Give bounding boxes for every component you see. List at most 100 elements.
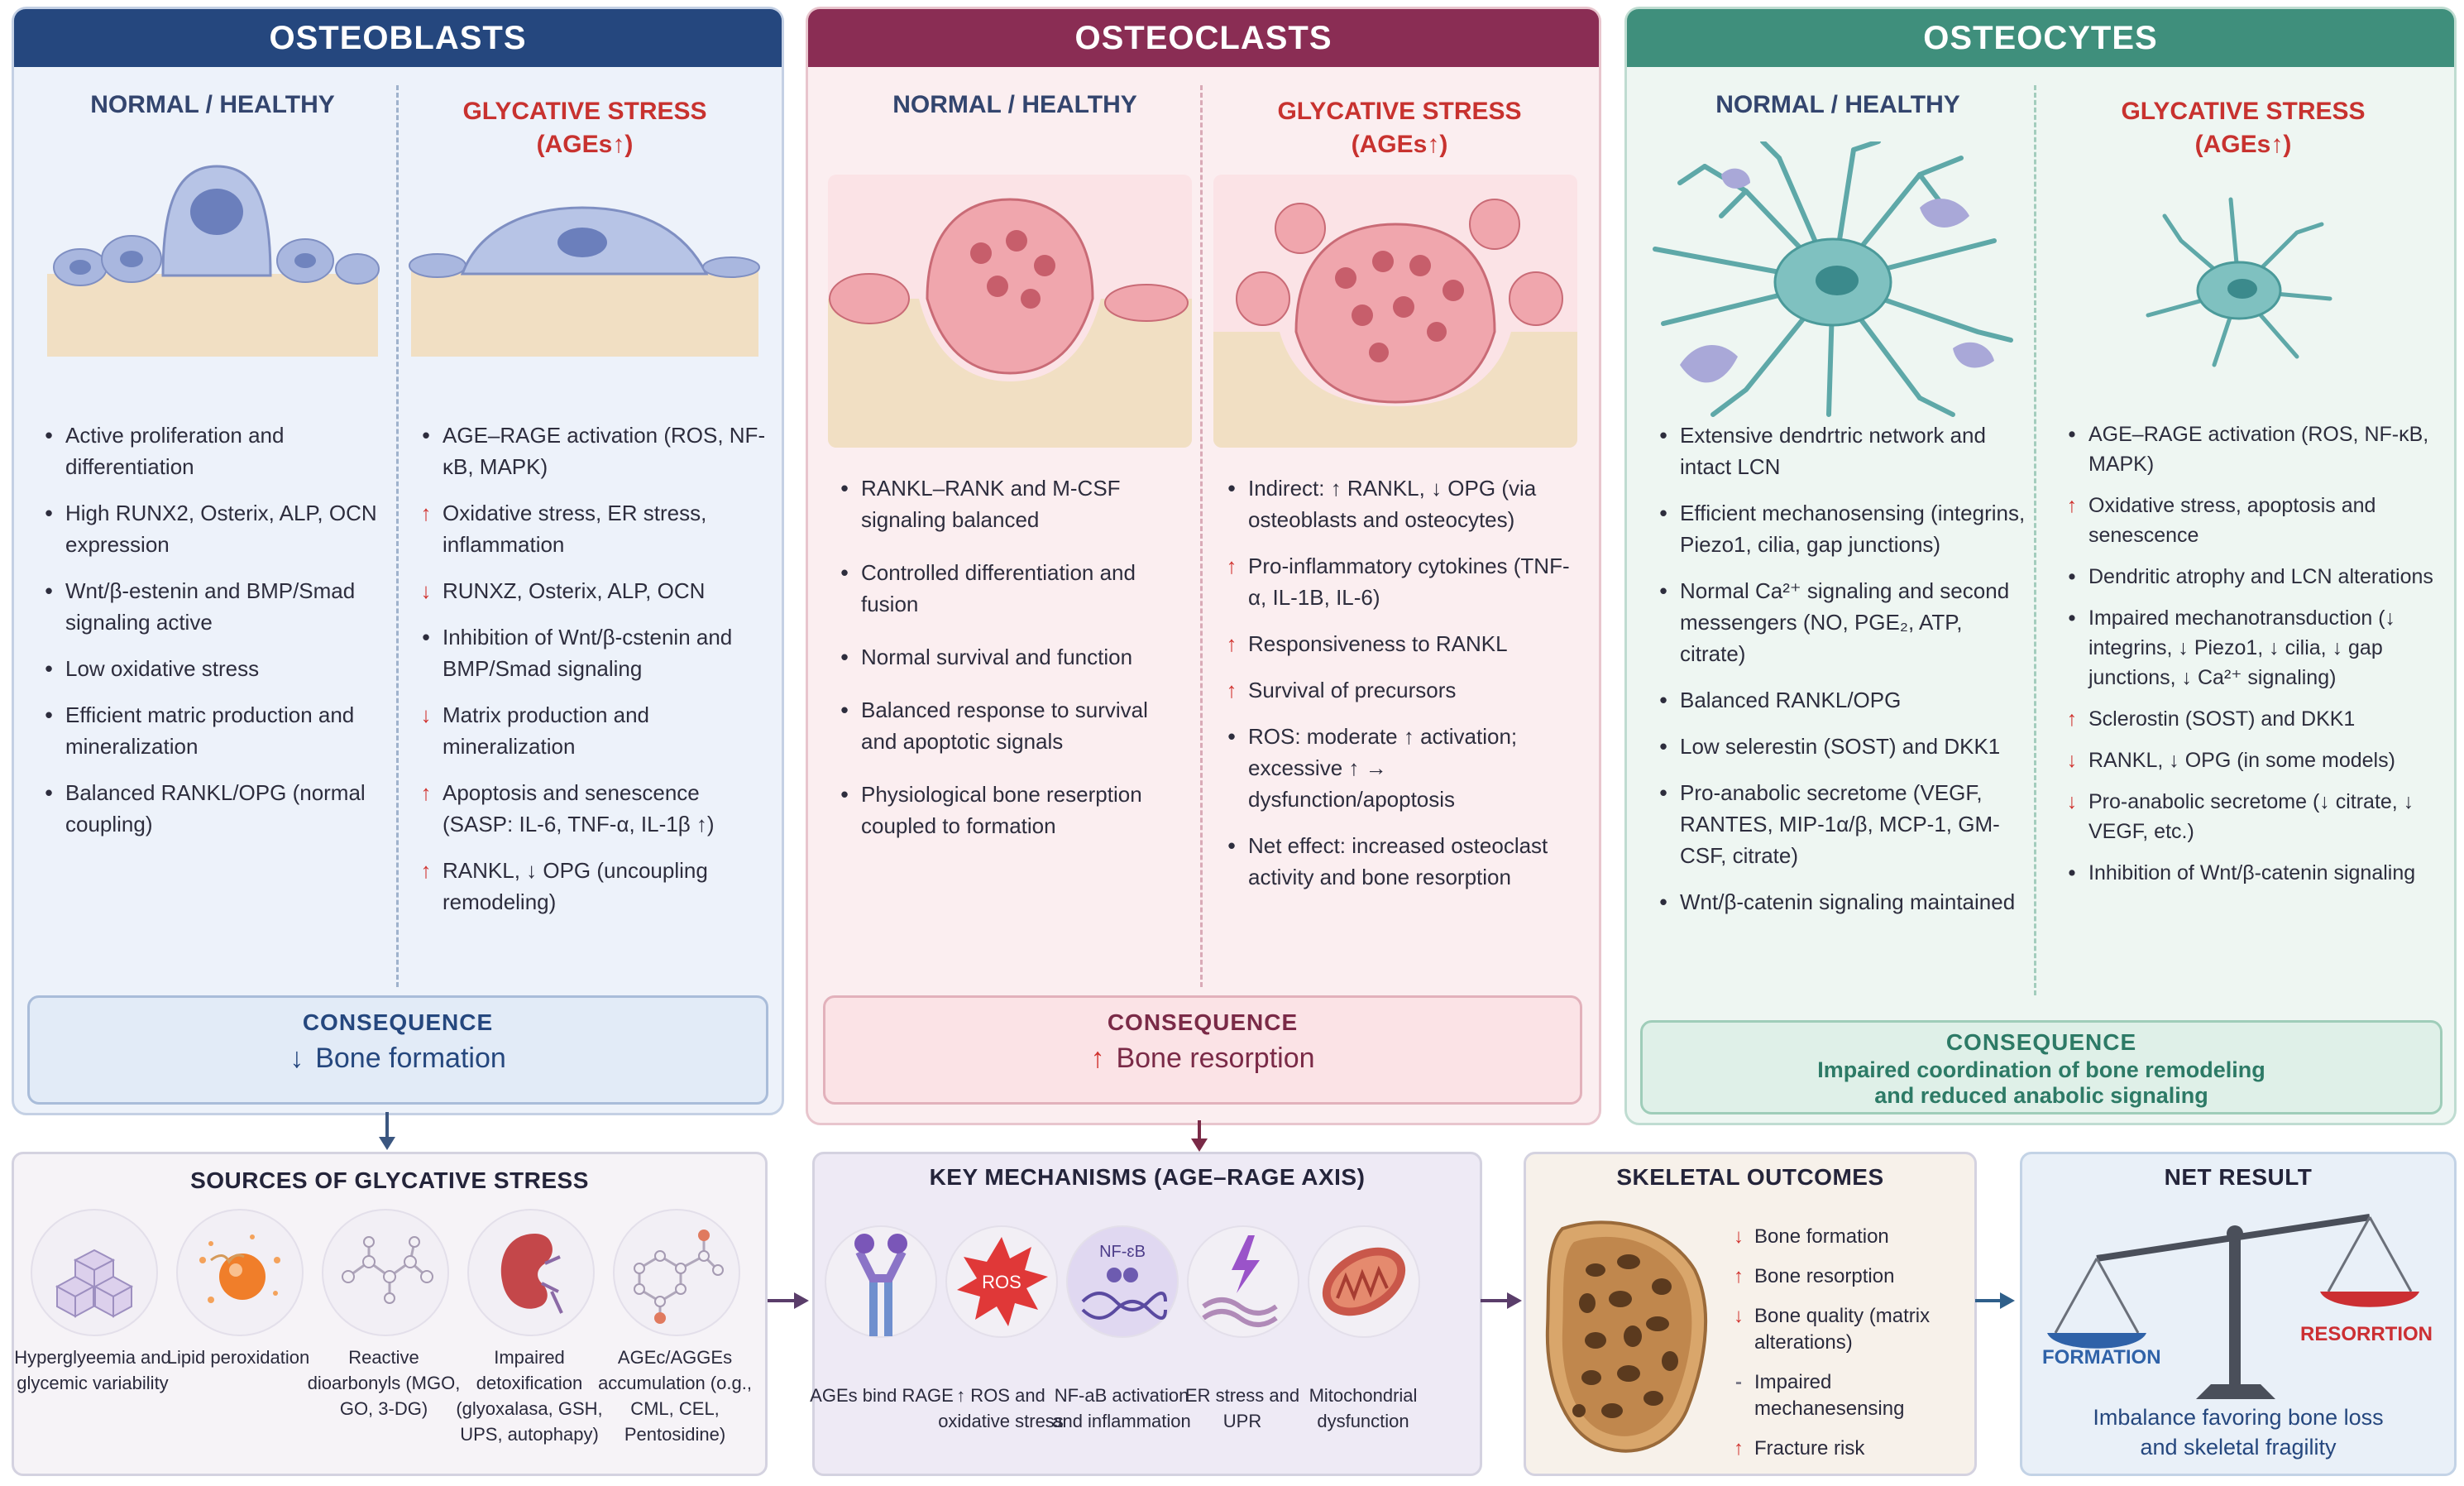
consequence-value: ↑Bone resorption <box>1090 1043 1315 1074</box>
down-arrow-icon <box>379 1112 395 1150</box>
list-item: •Active proliferation and differentiatio… <box>45 423 285 479</box>
molecule-icon <box>322 1209 449 1336</box>
formation-label: FORMATION <box>2042 1346 2161 1369</box>
sources-panel: SOURCES OF GLYCATIVE STRESS Hyperglyeemi… <box>12 1152 768 1476</box>
list-item: •Controlled differentiation and fusion <box>840 560 1136 616</box>
osteoclasts-consequence: CONSEQUENCE ↑Bone resorption <box>823 995 1582 1105</box>
list-item: •Low selerestin (SOST) and DKK1 <box>1659 734 2001 759</box>
list-item: •Dendritic atrophy and LCN alterations <box>2068 565 2433 588</box>
list-item: ↓RUNXZ, Osterix, ALP, OCN <box>420 578 706 603</box>
consequence-line-2: and reduced anabolic signaling <box>1874 1083 2208 1108</box>
ros-icon: ROS <box>945 1225 1058 1338</box>
osteoblasts-glycative-header: GLYCATIVE STRESS (AGEs↑) <box>462 98 707 158</box>
osteocytes-glycative-header: GLYCATIVE STRESS (AGEs↑) <box>2121 98 2366 158</box>
net-result-summary: Imbalance favoring bone loss and skeleta… <box>2093 1405 2384 1460</box>
osteoclasts-glycative-list: •Indirect: ↑ RANKL, ↓ OPG (via osteoblas… <box>1220 472 1584 908</box>
mechanism-caption: AGEs bind RAGE <box>810 1385 954 1406</box>
list-item: ↑Survival of precursors <box>1226 678 1457 702</box>
mechanism-caption: ER stress and UPR <box>1184 1385 1300 1431</box>
osteoclasts-divider <box>1200 85 1203 987</box>
osteocytes-header: OSTEOCYTES <box>1627 9 2454 67</box>
consequence-title: CONSEQUENCE <box>302 1009 494 1035</box>
osteoclasts-header: OSTEOCLASTS <box>808 9 1599 67</box>
osteocytes-consequence: CONSEQUENCE Impaired coordination of bon… <box>1640 1020 2442 1114</box>
osteoblasts-panel: OSTEOBLASTS NORMAL / HEALTHY GLYCATIVE S… <box>12 7 784 1115</box>
osteoclasts-normal-header: NORMAL / HEALTHY <box>892 91 1137 118</box>
osteoblast-normal-illustration <box>47 165 380 357</box>
list-item: ↑Sclerostin (SOST) and DKK1 <box>2066 707 2356 731</box>
list-item: •Physiological bone reserption coupled t… <box>840 782 1142 838</box>
osteocytes-glycative-list: •AGE–RAGE activation (ROS, NF-κB, MAPK) … <box>2060 419 2441 888</box>
up-arrow-icon: ↑ <box>1090 1043 1105 1074</box>
list-item: ↑Oxidative stress, apoptosis and senesce… <box>2066 494 2376 547</box>
list-item: •Balanced RANKL/OPG (normal coupling) <box>45 780 366 836</box>
osteoblasts-consequence: CONSEQUENCE ↓Bone formation <box>27 995 768 1105</box>
down-arrow-icon <box>1191 1120 1208 1152</box>
osteocytes-normal-list: •Extensive dendrtric network and intact … <box>1652 419 2032 932</box>
osteoclasts-normal-list: •RANKL–RANK and M-CSF signaling balanced… <box>833 472 1189 856</box>
receptor-icon <box>825 1225 937 1338</box>
osteoblasts-normal-header: NORMAL / HEALTHY <box>90 91 335 118</box>
outcomes-panel: SKELETAL OUTCOMES ↓Bone formation ↑Bone … <box>1524 1152 1977 1476</box>
resorption-label: RESORRTION <box>2300 1323 2433 1345</box>
list-item: •Inhibition of Wnt/β-catenin signaling <box>2068 861 2416 884</box>
net-result-title: NET RESULT <box>2164 1164 2313 1190</box>
right-arrow-icon <box>768 1292 809 1309</box>
osteocytes-panel: OSTEOCYTES NORMAL / HEALTHY GLYCATIVE ST… <box>1624 7 2457 1125</box>
list-item: •Inhibition of Wnt/β-cstenin and BMP/Sma… <box>422 625 733 681</box>
list-item: ↓Matrix production and mineralization <box>420 702 650 759</box>
consequence-title: CONSEQUENCE <box>1945 1029 2137 1055</box>
consequence-line-1: Impaired coordination of bone remodeling <box>1817 1057 2265 1082</box>
list-item: •Efficient mechanosensing (integrins, Pi… <box>1659 501 2026 557</box>
list-item: -Impaired mechanesensing <box>1735 1371 1905 1420</box>
list-item: •Normal Ca²⁺ signaling and second messen… <box>1659 578 2010 666</box>
osteoblasts-glycative-list: •AGE–RAGE activation (ROS, NF-κB, MAPK) … <box>414 419 770 932</box>
list-item: •Net effect: increased osteoclast activi… <box>1227 833 1548 889</box>
er-stress-icon <box>1187 1225 1299 1338</box>
list-item: •Balanced response to survival and apopt… <box>840 697 1148 754</box>
age-molecule-icon <box>613 1209 740 1336</box>
source-caption: Impaired detoxification (glyoxalasa, GSH… <box>456 1347 603 1445</box>
list-item: ↑Apoptosis and senescence (SASP: IL-6, T… <box>420 780 715 836</box>
nfkb-label: NF-ɛB <box>1099 1243 1146 1261</box>
list-item: ↑Responsiveness to RANKL <box>1226 631 1508 656</box>
list-item: •AGE–RAGE activation (ROS, NF-κB, MAPK) <box>2068 423 2429 476</box>
right-arrow-icon <box>1481 1292 1522 1309</box>
osteocytes-divider <box>2034 85 2036 995</box>
source-caption: Lipid peroxidation <box>166 1347 310 1368</box>
sources-title: SOURCES OF GLYCATIVE STRESS <box>190 1167 589 1193</box>
osteocytes-normal-header: NORMAL / HEALTHY <box>1715 91 1960 118</box>
osteoclasts-panel: OSTEOCLASTS NORMAL / HEALTHY GLYCATIVE S… <box>806 7 1601 1125</box>
right-arrow-icon <box>1975 1292 2015 1309</box>
list-item: •ROS: moderate ↑ activation; excessive ↑… <box>1227 724 1518 812</box>
list-item: •RANKL–RANK and M-CSF signaling balanced <box>840 476 1121 532</box>
osteoclast-normal-illustration <box>828 175 1192 448</box>
list-item: ↓Bone quality (matrix alterations) <box>1734 1305 1931 1354</box>
mechanisms-title: KEY MECHANISMS (AGE–RAGE AXIS) <box>929 1164 1366 1190</box>
glucose-cubes-icon <box>31 1209 158 1336</box>
list-item: •Indirect: ↑ RANKL, ↓ OPG (via osteoblas… <box>1227 476 1537 532</box>
source-caption: Hyperglyeemia and glycemic variability <box>14 1347 171 1393</box>
source-caption: Reactive dioarbonyls (MGO, GO, 3-DG) <box>307 1347 461 1419</box>
list-item: ↑RANKL, ↓ OPG (uncoupling remodeling) <box>420 858 708 914</box>
list-item: ↓Bone formation <box>1734 1225 1889 1248</box>
list-item: •Wnt/β-catenin signaling maintained <box>1659 889 2016 914</box>
lipid-icon <box>176 1209 304 1336</box>
list-item: •Low oxidative stress <box>45 656 260 681</box>
balance-scale-icon <box>2047 1214 2419 1399</box>
list-item: •Impaired mechanotransduction (↓ integri… <box>2068 606 2396 689</box>
list-item: •Balanced RANKL/OPG <box>1659 688 1902 712</box>
outcomes-list: ↓Bone formation ↑Bone resorption ↓Bone q… <box>1730 1224 1961 1475</box>
osteocyte-normal-illustration <box>1653 141 2013 417</box>
list-item: ↑Oxidative stress, ER stress, inflammati… <box>420 501 707 557</box>
net-result-panel: NET RESULT FORMATION RESORRTION Imbalanc… <box>2020 1152 2457 1476</box>
list-item: ↓Pro-anabolic secretome (↓ citrate, ↓ VE… <box>2066 790 2414 843</box>
consequence-title: CONSEQUENCE <box>1107 1009 1299 1035</box>
mechanism-caption: ↑ ROS and oxidative stress <box>938 1385 1064 1431</box>
list-item: •High RUNX2, Osterix, ALP, OCN expressio… <box>45 501 377 557</box>
mechanism-caption: NF-aB activation and inflammation <box>1052 1385 1191 1431</box>
mechanism-caption: Mitochondrial dysfunction <box>1309 1385 1418 1431</box>
osteoclasts-glycative-header: GLYCATIVE STRESS (AGEs↑) <box>1277 98 1522 158</box>
list-item: •Wnt/β-estenin and BMP/Smad signaling ac… <box>45 578 356 635</box>
list-item: ↑Bone resorption <box>1734 1265 1895 1287</box>
